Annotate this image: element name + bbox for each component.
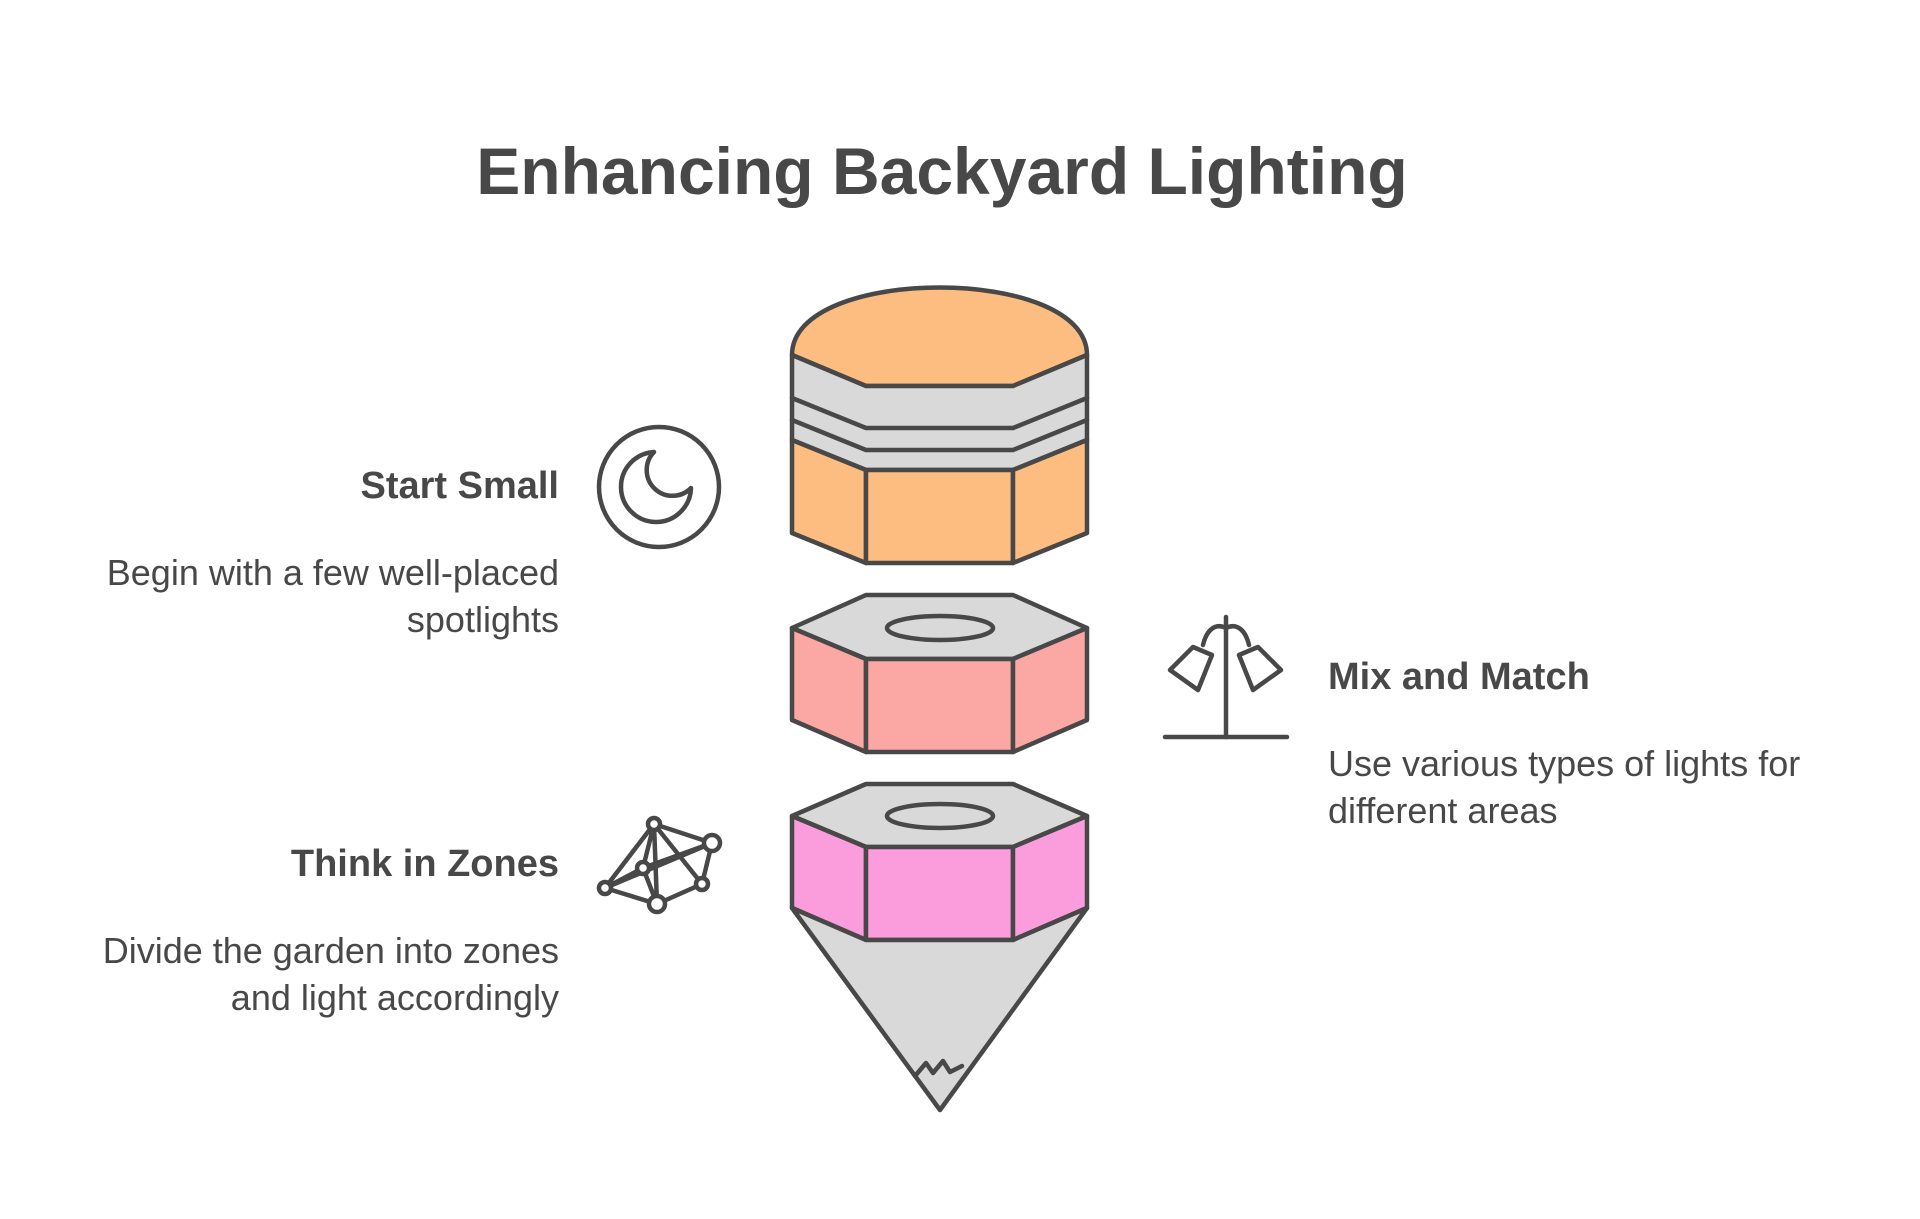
item-think-in-zones: Think in Zones Divide the garden into zo… <box>103 815 723 1018</box>
eraser-body-front-face <box>863 467 1016 566</box>
item-description-line-2: spotlights <box>407 599 559 640</box>
item-description-line-1: Divide the garden into zones <box>103 930 559 971</box>
item-heading: Start Small <box>360 465 559 507</box>
eraser-dome <box>789 285 1090 389</box>
item-description-line-2: and light accordingly <box>231 977 559 1018</box>
item-description-line-1: Begin with a few well-placed <box>107 552 559 593</box>
middle-top-hole <box>884 613 996 643</box>
item-heading: Mix and Match <box>1328 656 1590 698</box>
moon-clock-icon <box>596 424 722 550</box>
eraser-body-right-face <box>1010 437 1090 566</box>
pencil-lower-segment <box>789 781 1090 943</box>
lower-top-hole <box>884 801 996 831</box>
item-description-line-1: Use various types of lights for <box>1328 743 1800 784</box>
network-nodes-icon <box>596 815 723 915</box>
item-heading: Think in Zones <box>291 843 559 885</box>
item-start-small: Start Small Begin with a few well-placed… <box>107 424 722 640</box>
middle-front-face <box>863 656 1016 755</box>
pencil-tip <box>789 905 1090 1113</box>
pencil-wood-cone <box>789 905 1090 1113</box>
item-mix-and-match: Mix and Match Use various types of light… <box>1162 614 1800 831</box>
diagram-title: Enhancing Backyard Lighting <box>476 134 1407 208</box>
pencil-middle-segment <box>789 592 1090 755</box>
floor-lamp-icon <box>1162 614 1290 740</box>
middle-right-face <box>1010 625 1090 755</box>
lower-front-face <box>863 844 1016 943</box>
pencil-eraser-segment <box>789 285 1090 566</box>
item-description-line-2: different areas <box>1328 790 1557 831</box>
pencil-lead-edge <box>912 1058 965 1079</box>
